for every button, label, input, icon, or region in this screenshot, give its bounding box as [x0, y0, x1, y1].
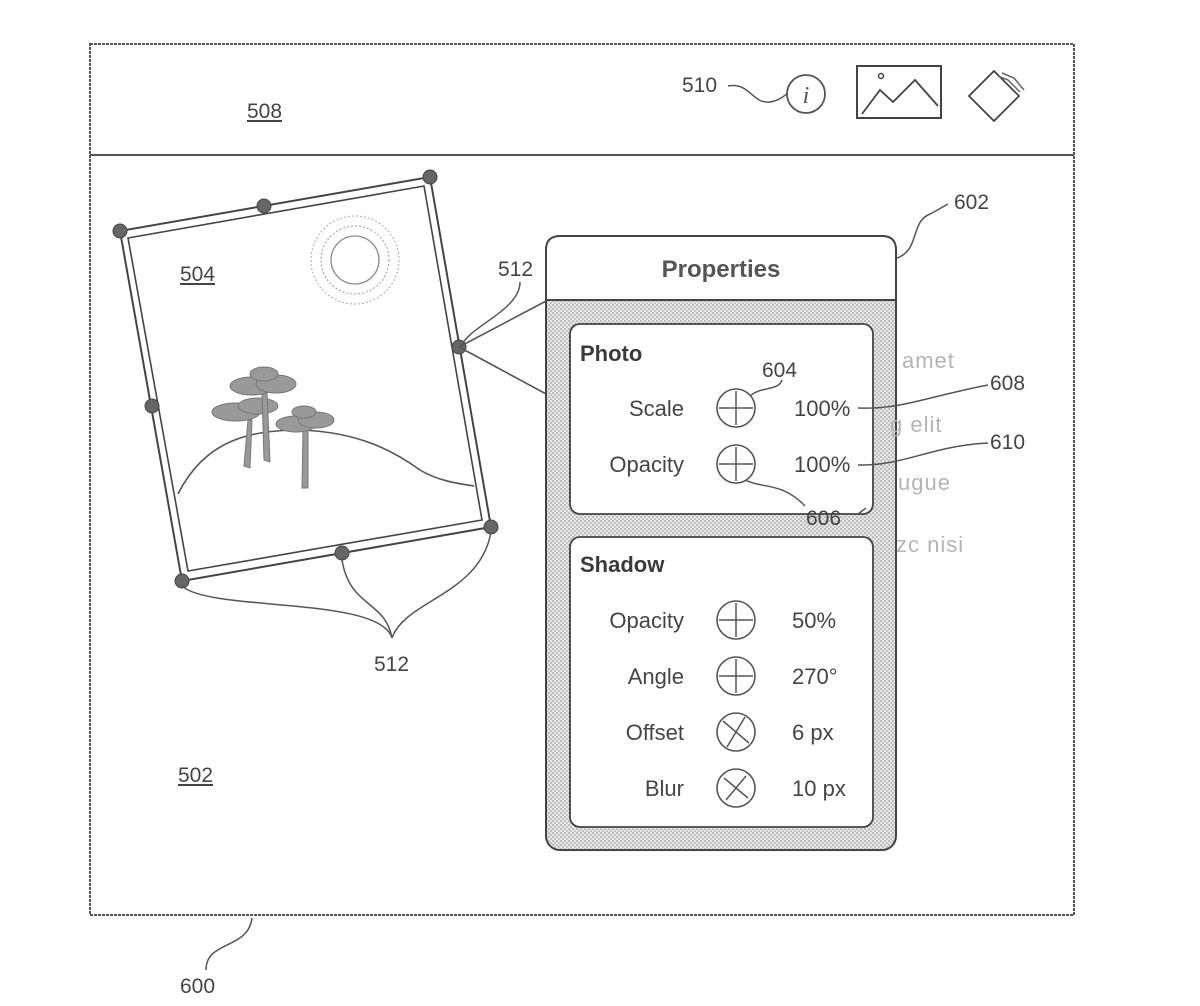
leader-606 — [741, 477, 806, 507]
ghost-text-3: ugue — [898, 470, 951, 495]
photo-opacity-value: 100% — [794, 452, 851, 477]
leader-602 — [896, 203, 949, 259]
ref-602: 602 — [954, 191, 990, 214]
ghost-text-2: g elit — [890, 412, 943, 437]
callout-line-bottom — [458, 346, 549, 396]
leader-600 — [205, 917, 253, 971]
ref-606: 606 — [806, 507, 842, 530]
blur-value: 10 px — [792, 776, 846, 801]
panel-title: Properties — [661, 256, 781, 283]
shadow-opacity-dial-icon[interactable] — [714, 598, 758, 642]
blur-dial-icon[interactable] — [714, 766, 758, 810]
photo-opacity-label: Opacity — [609, 452, 684, 477]
ref-508: 508 — [247, 100, 283, 123]
ghost-text-4: zc nisi — [896, 532, 965, 557]
angle-label: Angle — [627, 664, 684, 689]
layers-icon[interactable] — [967, 69, 1025, 123]
ref-604: 604 — [762, 359, 798, 382]
angle-value: 270° — [792, 664, 838, 689]
image-icon[interactable] — [856, 65, 942, 119]
svg-text:i: i — [803, 83, 810, 109]
ref-504: 504 — [180, 263, 216, 286]
offset-dial-icon[interactable] — [714, 710, 758, 754]
info-icon[interactable]: i — [786, 74, 826, 114]
angle-dial-icon[interactable] — [714, 654, 758, 698]
ref-512-top: 512 — [498, 258, 534, 281]
photo-object[interactable] — [112, 169, 499, 589]
panel-header — [545, 235, 897, 301]
ref-608: 608 — [990, 372, 1026, 395]
callout-line-top — [458, 299, 549, 348]
photo-opacity-dial-icon[interactable] — [714, 442, 758, 486]
shadow-opacity-label: Opacity — [609, 608, 684, 633]
ref-502: 502 — [178, 764, 214, 787]
shadow-opacity-value: 50% — [792, 608, 837, 633]
blur-label: Blur — [644, 776, 684, 801]
ref-510: 510 — [682, 74, 718, 97]
leader-510 — [727, 84, 791, 103]
photo-section-title: Photo — [580, 341, 643, 366]
offset-value: 6 px — [792, 720, 834, 745]
ref-600: 600 — [180, 975, 216, 998]
scale-label: Scale — [628, 396, 684, 421]
leader-512-top — [461, 281, 521, 346]
leader-606-tick — [857, 507, 867, 515]
leader-610 — [857, 442, 989, 466]
ghost-text-1: amet — [902, 348, 955, 373]
ref-610: 610 — [990, 431, 1026, 454]
scale-value: 100% — [794, 396, 851, 421]
offset-label: Offset — [625, 720, 684, 745]
scale-dial-icon[interactable] — [714, 386, 758, 430]
palm-tree-icon — [211, 366, 335, 489]
leader-512-bottom — [181, 531, 492, 639]
shadow-section-title: Shadow — [580, 552, 665, 577]
leader-608 — [857, 384, 989, 409]
ref-512-bottom: 512 — [374, 653, 410, 676]
